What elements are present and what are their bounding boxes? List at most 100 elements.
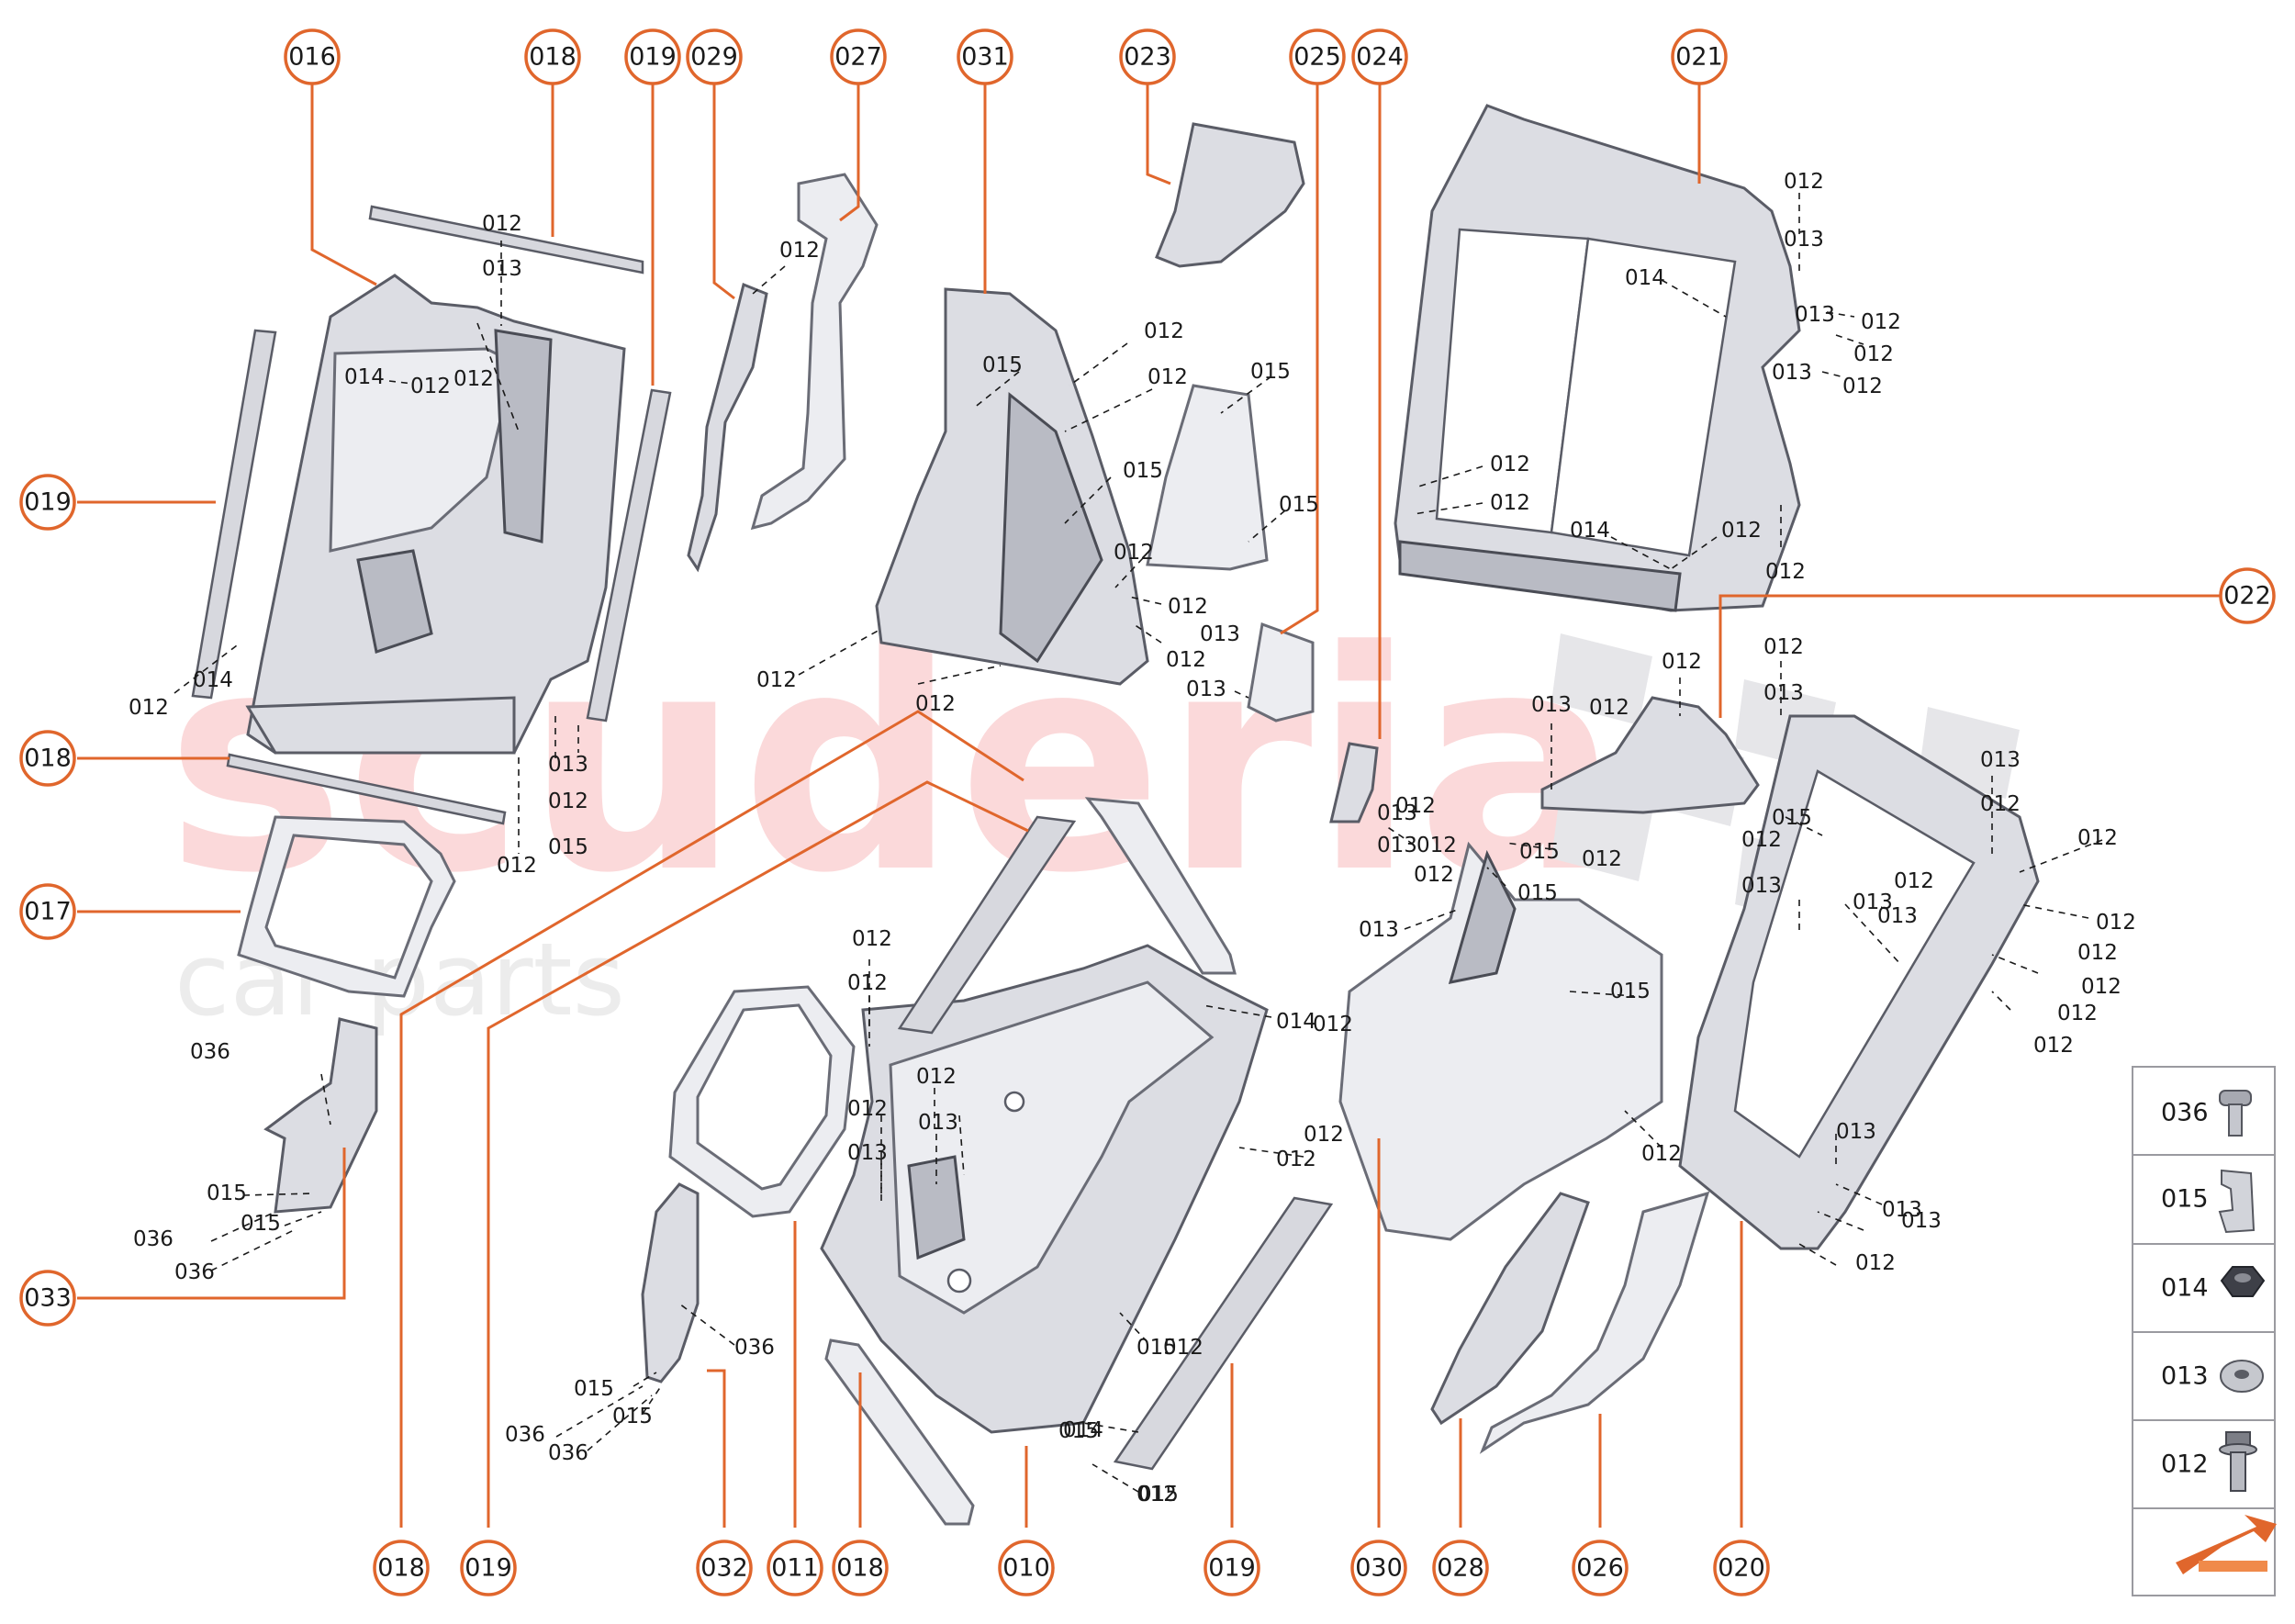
fastener-label: 012 [2096, 911, 2136, 935]
fastener-label: 012 [1641, 1142, 1682, 1166]
callout-020[interactable]: 020 [1713, 1540, 1770, 1596]
fastener-label: 015 [612, 1405, 653, 1428]
part-030-air-guide [1338, 841, 1663, 1241]
fastener-label: 012 [1313, 1013, 1353, 1036]
legend-row-015: 015 [2161, 1169, 2256, 1234]
part-024-clip [1329, 742, 1379, 823]
callout-011[interactable]: 011 [767, 1540, 823, 1596]
fastener-label: 036 [505, 1423, 545, 1447]
callout-023[interactable]: 023 [1119, 28, 1176, 85]
fastener-label: 015 [1250, 360, 1291, 384]
fastener-label: 013 [1836, 1120, 1876, 1144]
svg-text:019: 019 [465, 1554, 512, 1583]
fastener-label: 013 [1784, 228, 1824, 252]
fastener-label: 012 [779, 239, 820, 263]
fastener-label: 013 [1186, 678, 1226, 701]
part-029-ridge [687, 282, 768, 573]
callout-010[interactable]: 010 [998, 1540, 1055, 1596]
svg-text:027: 027 [834, 43, 882, 72]
part-026-duct [1479, 1191, 1710, 1454]
fastener-label: 015 [1138, 1483, 1179, 1506]
callout-018[interactable]: 018 [832, 1540, 889, 1596]
part-032-bracket [641, 1182, 700, 1383]
fastener-label: 014 [344, 365, 385, 389]
fastener-labels: 012 013 014 012 012 014 012 013 012 015 … [129, 170, 2136, 1506]
callout-025[interactable]: 025 [1289, 28, 1346, 85]
legend-row-013: 013 [2161, 1360, 2264, 1393]
svg-text:012: 012 [2161, 1450, 2209, 1479]
fastener-label: 013 [847, 1141, 888, 1165]
fastener-label: 012 [1166, 648, 1206, 672]
callout-031[interactable]: 031 [957, 28, 1013, 85]
callout-027[interactable]: 027 [830, 28, 887, 85]
fastener-label: 036 [548, 1441, 588, 1465]
svg-text:019: 019 [629, 43, 677, 72]
part-019-strip-left [191, 329, 277, 700]
fastener-label: 013 [1901, 1209, 1942, 1233]
fastener-label: 012 [2081, 975, 2121, 999]
fastener-label: 012 [1853, 342, 1894, 366]
svg-text:018: 018 [529, 43, 577, 72]
callout-028[interactable]: 028 [1432, 1540, 1489, 1596]
part-022-bracket [1540, 696, 1760, 814]
callout-019[interactable]: 019 [1203, 1540, 1260, 1596]
fastener-label: 015 [548, 835, 588, 859]
bolt-long-icon [2219, 1090, 2252, 1137]
fastener-label: 012 [1416, 834, 1457, 857]
flange-bolt-icon [2219, 1431, 2257, 1492]
fastener-label: 012 [756, 668, 797, 692]
part-019-strip-lower [1113, 1196, 1334, 1471]
fastener-label: 014 [1063, 1418, 1103, 1442]
fastener-label: 012 [1414, 863, 1454, 887]
svg-text:018: 018 [24, 745, 72, 773]
callout-030[interactable]: 030 [1350, 1540, 1407, 1596]
part-027-ducting [750, 173, 879, 531]
part-019-strip-center [897, 815, 1077, 1035]
fastener-label: 013 [1853, 890, 1893, 914]
callout-021[interactable]: 021 [1671, 28, 1728, 85]
hex-nut-icon [2220, 1266, 2266, 1297]
callout-029[interactable]: 029 [686, 28, 743, 85]
part-018-frame-lower [824, 1338, 975, 1526]
callout-019[interactable]: 019 [460, 1540, 517, 1596]
fastener-label: 012 [852, 927, 892, 951]
fastener-label: 012 [2033, 1034, 2074, 1058]
part-030-air-guide-inner [1448, 849, 1517, 984]
callout-017[interactable]: 017 [19, 883, 76, 940]
fastener-label: 012 [482, 212, 522, 236]
fastener-label: 012 [915, 692, 956, 716]
callout-018[interactable]: 018 [524, 28, 581, 85]
callout-019[interactable]: 019 [19, 474, 76, 531]
svg-text:014: 014 [2161, 1274, 2209, 1303]
callout-024[interactable]: 024 [1351, 28, 1408, 85]
callout-026[interactable]: 026 [1572, 1540, 1629, 1596]
fastener-label: 013 [1377, 834, 1417, 857]
svg-text:010: 010 [1002, 1554, 1050, 1583]
legend-row-012: 012 [2161, 1431, 2257, 1492]
svg-text:036: 036 [2161, 1099, 2209, 1127]
svg-text:033: 033 [24, 1284, 72, 1313]
fastener-label: 012 [129, 696, 169, 720]
fastener-label: 013 [1377, 801, 1417, 825]
svg-text:016: 016 [288, 43, 336, 72]
fastener-label: 014 [1570, 519, 1610, 543]
callout-033[interactable]: 033 [19, 1270, 76, 1327]
svg-text:018: 018 [377, 1554, 425, 1583]
svg-text:031: 031 [961, 43, 1009, 72]
svg-text:024: 024 [1356, 43, 1404, 72]
callout-016[interactable]: 016 [284, 28, 341, 85]
callout-022[interactable]: 022 [2219, 567, 2276, 624]
fastener-label: 013 [1359, 918, 1399, 942]
fastener-label: 013 [1741, 874, 1782, 898]
callout-018[interactable]: 018 [373, 1540, 430, 1596]
fastener-label: 013 [1877, 904, 1918, 928]
fastener-label: 012 [1721, 519, 1762, 543]
fastener-label: 012 [1168, 595, 1208, 619]
fastener-label: 013 [1882, 1198, 1922, 1222]
callout-018[interactable]: 018 [19, 730, 76, 787]
fastener-label: 036 [174, 1260, 215, 1284]
callout-019[interactable]: 019 [624, 28, 681, 85]
svg-text:018: 018 [836, 1554, 884, 1583]
part-021-radiator-frame [1394, 104, 1801, 612]
callout-032[interactable]: 032 [696, 1540, 753, 1596]
